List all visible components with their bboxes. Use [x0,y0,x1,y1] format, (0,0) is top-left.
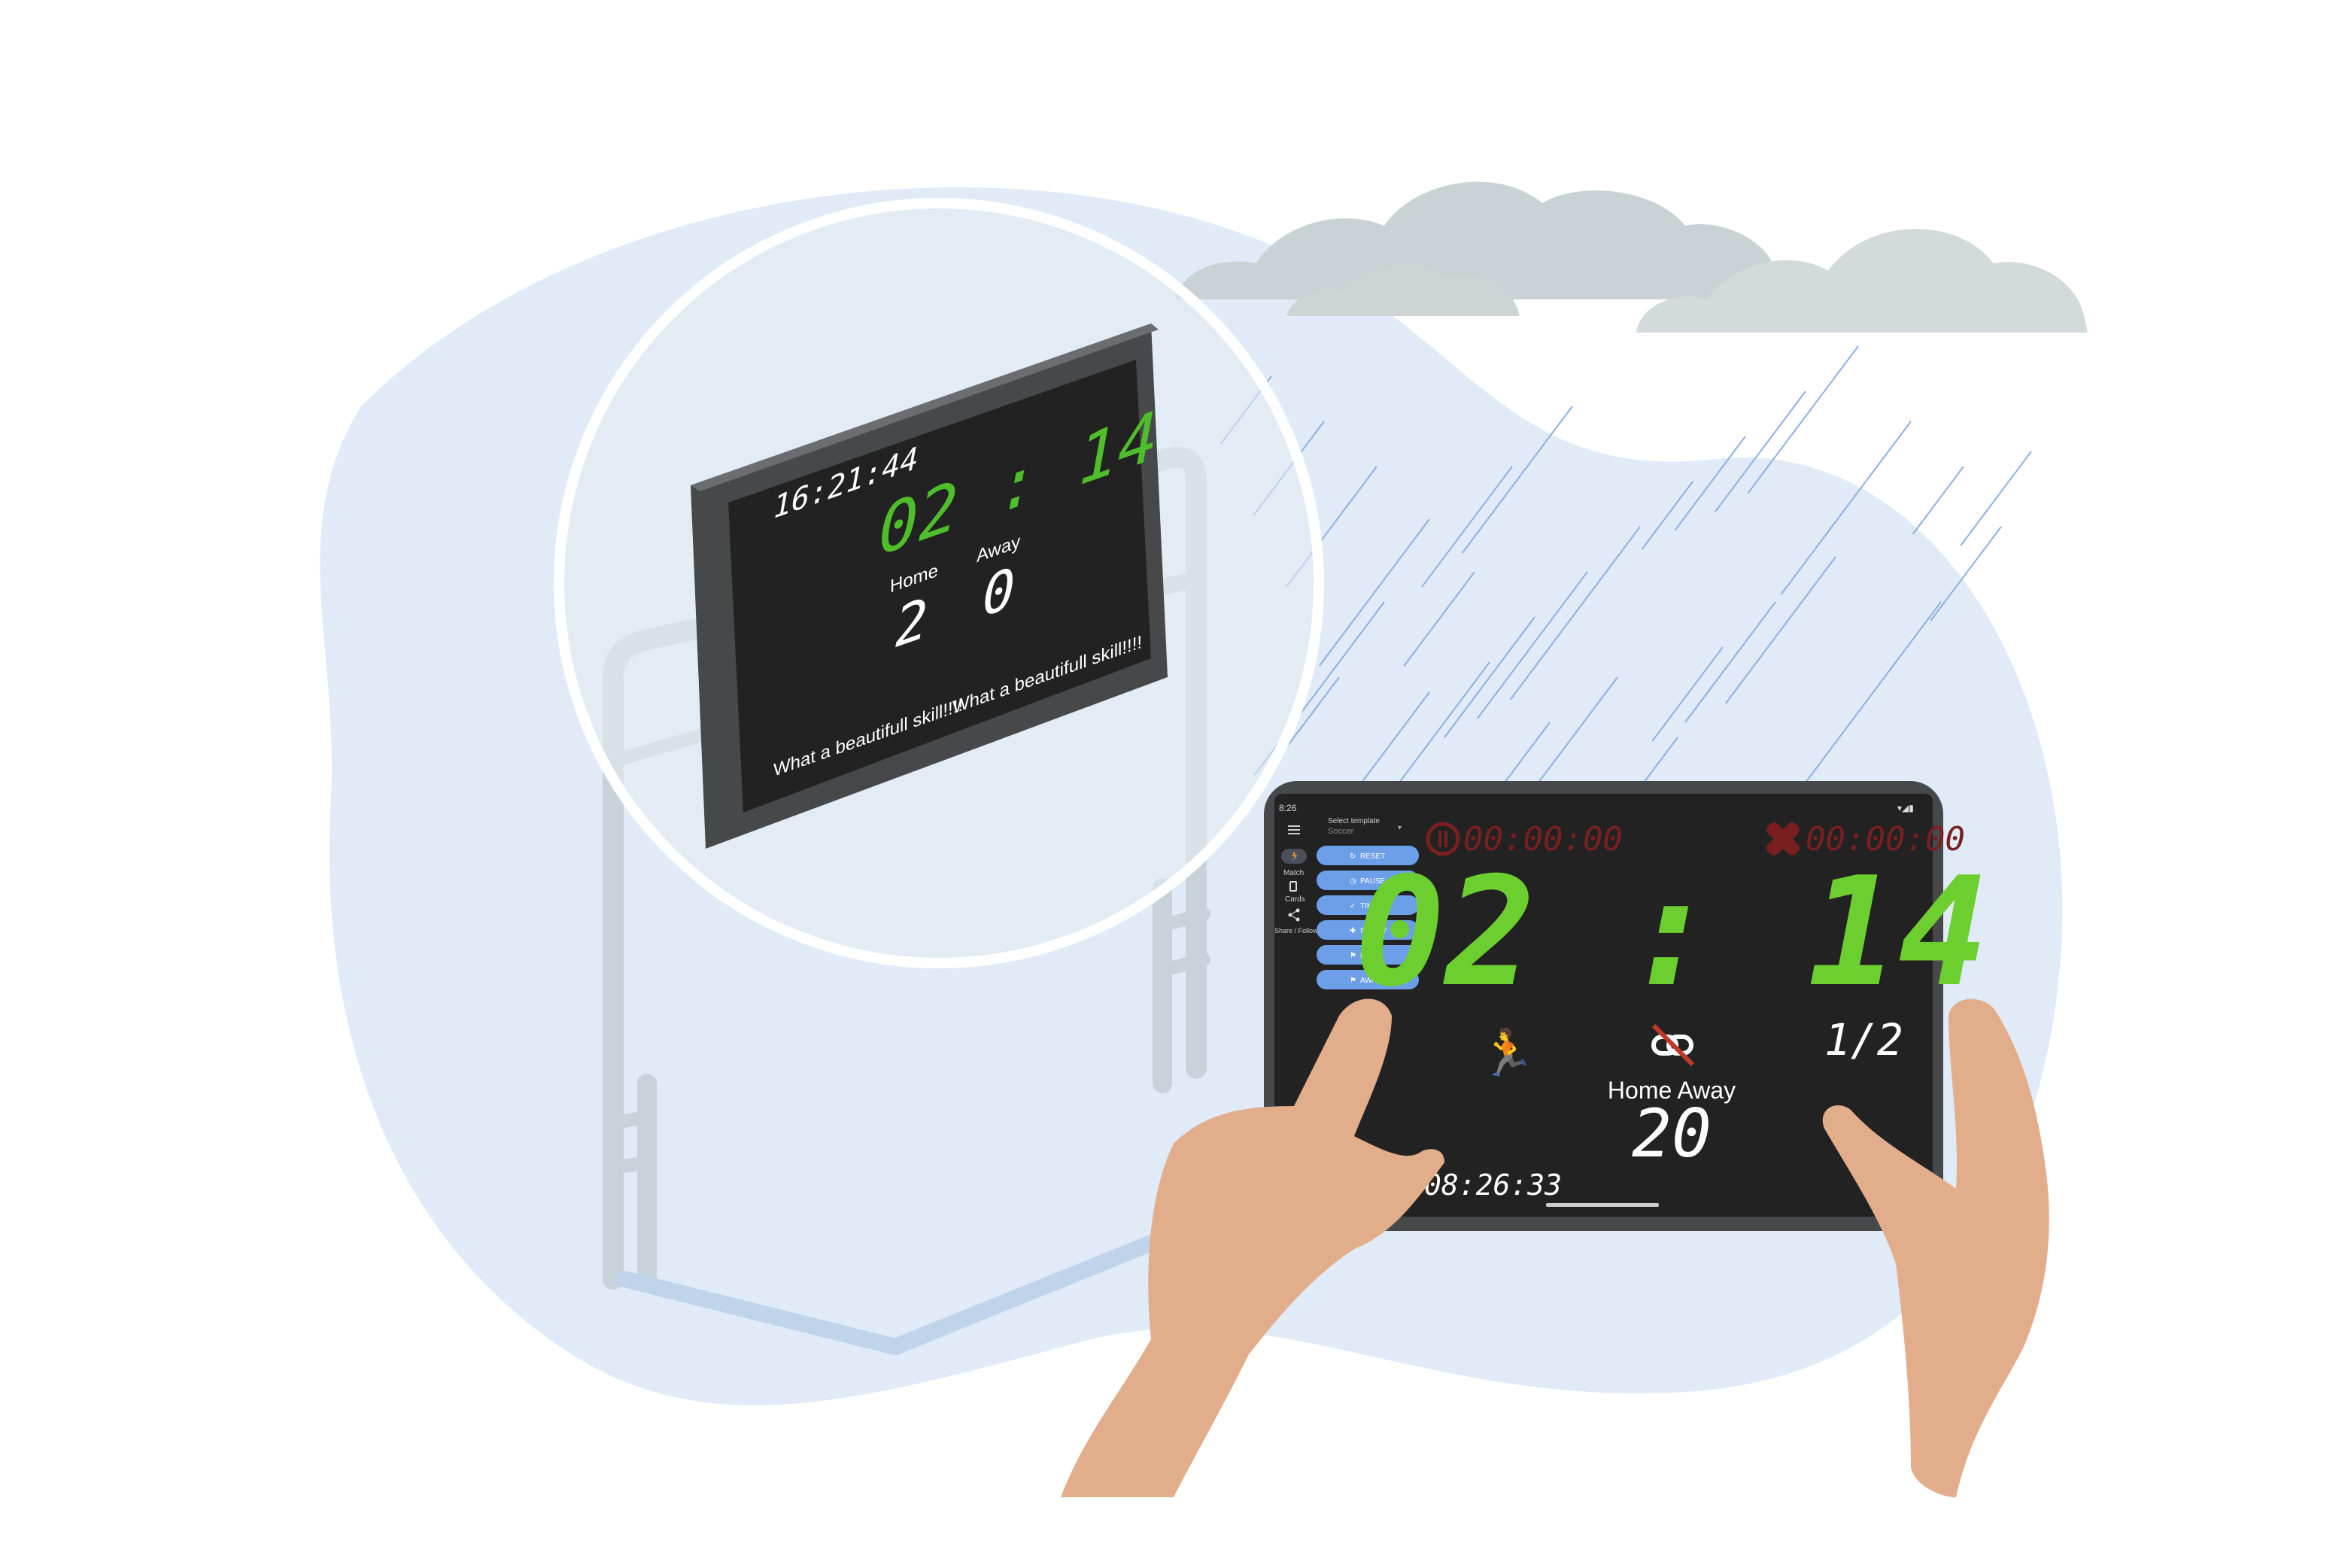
rain-drop [1674,436,1746,531]
running-status-icon: 🏃 [1479,1027,1535,1078]
template-value: Soccer [1328,827,1354,836]
button-label: HOME [1360,952,1383,960]
button-label: RESET [1360,852,1385,861]
reset-icon: ↻ [1350,852,1356,861]
rain-drop [1889,601,1942,670]
tablet-device: 8:26 ▾◢▮ 🏃 Match Cards [1264,781,1988,1231]
board-frame-edge [691,324,1159,491]
action-buttons: ↻ RESET ◷ PAUSE ✓ TIME ✚ INJURY ⚑ HOME ⚑ AWAY [1317,846,1419,989]
rain-drop [1461,406,1573,554]
left-hand [1061,998,1444,1497]
button-pill [1317,846,1419,865]
button-label: TIME [1360,902,1378,910]
rain-drop [1724,556,1836,704]
right-hand [1822,998,2049,1497]
rain-drop [1651,646,1724,742]
pause-timer: 00:00:00 [1426,820,1623,858]
time-icon: ✓ [1350,902,1356,910]
nav-item-cards[interactable]: Cards [1285,881,1305,904]
rain-drop [1641,481,1693,550]
link-off-icon [1651,1023,1695,1067]
nav-item-match[interactable]: 🏃 Match [1281,849,1307,877]
away-icon: ⚑ [1350,977,1356,985]
rain-drop [1930,526,2002,621]
template-title: Select template [1328,817,1380,825]
status-time: 8:26 [1279,803,1297,813]
cloud [1636,229,2088,333]
nav-item-label: Match [1283,869,1304,877]
injury-timer: 00:00:00 [1766,820,1965,858]
button-label: INJURY [1360,927,1387,935]
nav-item-label: Share / Follow [1274,927,1318,934]
rain-drop [1444,616,1535,738]
gesture-bar[interactable] [1546,1203,1659,1207]
tablet-screen [1274,794,1933,1217]
nav-item-label: Cards [1285,895,1305,904]
rain-drop [1509,526,1641,700]
bandage-icon [1766,822,1800,855]
cloud [1175,181,1775,299]
home-icon: ⚑ [1350,952,1356,960]
button-pill [1317,970,1419,989]
runner-icon: 🏃 [1289,851,1301,862]
rain-drop [1421,466,1513,588]
nav-item-match-highlight [1281,849,1307,864]
score-display: 20 [1632,1095,1712,1172]
injury-icon: ✚ [1350,927,1356,935]
rain-drop [1476,571,1588,719]
injury-timer-value: 00:00:00 [1806,820,1965,858]
button-pill [1317,871,1419,890]
rain-drop [1912,466,1964,535]
away-button[interactable]: ⚑ AWAY [1317,970,1419,989]
button-pill [1317,895,1419,915]
chevron-down-icon: ▾ [1398,824,1402,832]
board-home-score: 2 [895,586,928,661]
nav-item-share[interactable]: Share / Follow [1274,908,1318,935]
card-icon [1289,881,1297,892]
button-label: PAUSE [1360,877,1385,886]
injury-button[interactable]: ✚ INJURY [1317,920,1419,940]
board-away-score: 0 [983,555,1015,630]
tablet-clock: 08:26:33 [1424,1168,1562,1202]
button-pill [1317,945,1419,965]
hands [1061,998,2049,1497]
goal-bar [618,1111,654,1173]
board-screen [728,360,1151,813]
rain-drop [1715,390,1806,512]
nav-rail: 🏃 Match Cards Share / Follow [1274,825,1318,934]
cloud-group [1175,181,2088,333]
rain-drop [1960,451,2032,546]
pause-icon: ◷ [1350,877,1356,886]
rain-drop [1780,421,1912,595]
team-labels: Home Away [1608,1077,1736,1104]
goal-bar [1156,907,1210,977]
game-time: 02 : 14 [1355,845,1989,1020]
time-button[interactable]: ✓ TIME [1317,895,1419,915]
pause-button[interactable]: ◷ PAUSE [1317,871,1419,890]
goal-ground [616,1226,1182,1356]
button-label: AWAY [1360,977,1381,985]
cloud [1286,265,1520,316]
pause-icon [1426,822,1460,856]
rain-drop [1287,676,1340,746]
menu-icon[interactable] [1288,825,1300,834]
pause-timer-value: 00:00:00 [1463,820,1623,858]
rain-drop [1747,345,1859,494]
rain-drop [1403,571,1475,667]
rain-drop [1684,601,1776,723]
template-selector[interactable]: Select template Soccer ▾ [1328,817,1402,836]
home-button[interactable]: ⚑ HOME [1317,945,1419,965]
period-indicator: 1/2 [1824,1014,1903,1065]
status-icons: ▾◢▮ [1897,803,1914,813]
share-icon [1288,908,1300,922]
rain-drop [1318,518,1430,667]
button-pill [1317,920,1419,940]
reset-button[interactable]: ↻ RESET [1317,846,1419,865]
